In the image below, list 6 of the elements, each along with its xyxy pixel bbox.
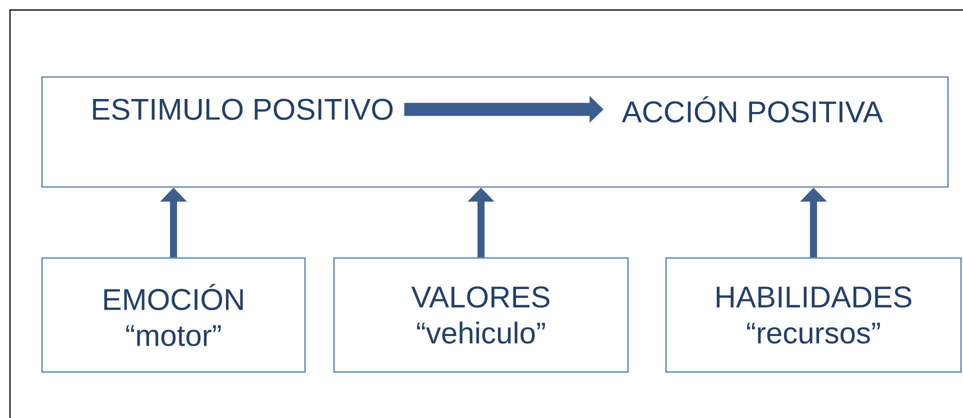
node-text: ACCIÓN POSITIVA <box>622 96 883 122</box>
process-box: EMOCIÓN “motor” <box>41 257 306 373</box>
process-box: VALORES “vehiculo” <box>333 257 629 373</box>
node-text: ESTIMULO POSITIVO <box>93 98 393 120</box>
process-box <box>41 76 949 188</box>
process-box: HABILIDADES “recursos” <box>665 257 962 373</box>
